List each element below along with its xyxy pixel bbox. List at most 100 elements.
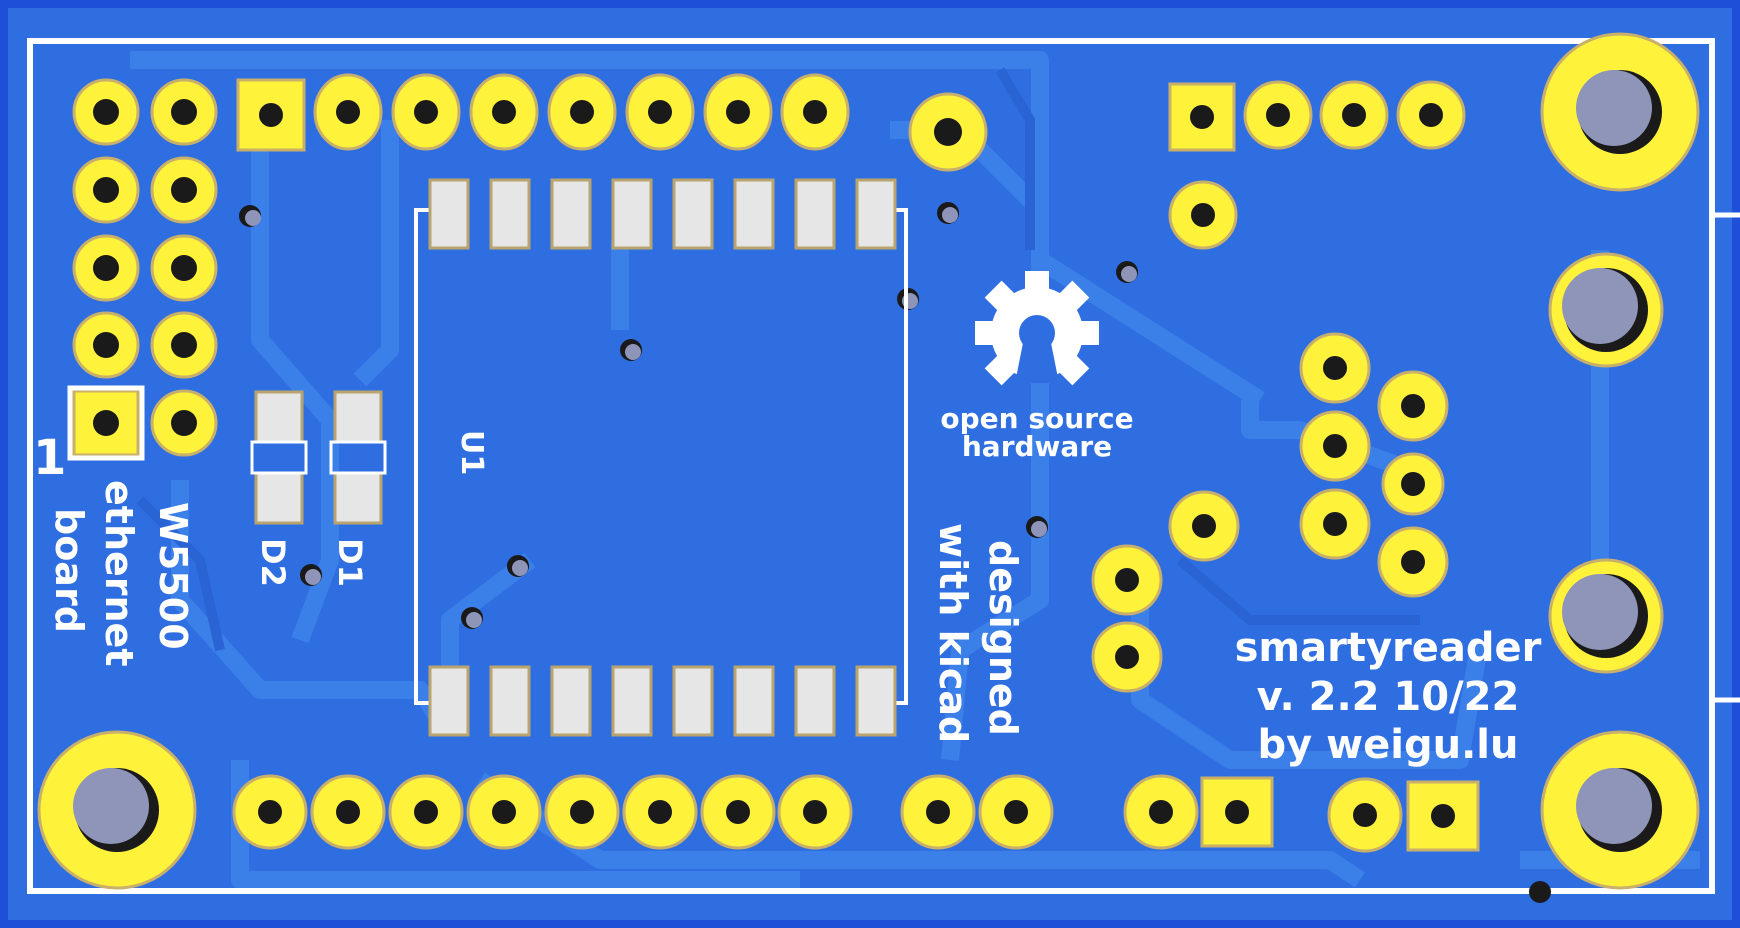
smd-pad <box>550 665 592 737</box>
product-name: smartyreader <box>1235 625 1542 671</box>
through-hole-pad <box>1168 490 1240 562</box>
through-hole-pad <box>1091 544 1163 616</box>
mid-right-pads <box>1091 490 1240 693</box>
through-hole-pad <box>1299 332 1371 404</box>
via <box>300 564 322 586</box>
through-hole-pad <box>466 774 542 850</box>
through-hole-pad <box>622 774 698 850</box>
through-hole-pad <box>978 774 1054 850</box>
author-label: by weigu.lu <box>1258 722 1519 768</box>
via <box>937 202 959 224</box>
board-outline <box>27 38 1715 894</box>
module-bottom-header <box>232 774 1480 853</box>
ethernet-header <box>67 78 218 461</box>
version-label: v. 2.2 10/22 <box>1257 674 1520 720</box>
smd-pad <box>733 665 775 737</box>
via <box>1529 881 1551 903</box>
through-hole-pad <box>544 774 620 850</box>
u1-outline <box>890 208 908 705</box>
through-hole-pad <box>1299 410 1371 482</box>
smd-pad <box>428 665 470 737</box>
through-hole-pad <box>150 78 218 146</box>
right-top-header <box>1168 80 1466 250</box>
smd-pad <box>733 178 775 250</box>
through-hole-pad <box>388 774 464 850</box>
through-hole-pad <box>72 234 140 302</box>
through-hole-pad <box>232 774 308 850</box>
board-label: board <box>47 508 91 633</box>
square-pad <box>1200 776 1274 848</box>
through-hole-pad <box>908 92 988 172</box>
square-pad <box>1168 82 1236 152</box>
through-hole-pad <box>1091 621 1163 693</box>
d2-label: D2 <box>254 538 292 587</box>
through-hole-pad <box>150 234 218 302</box>
via <box>239 205 261 227</box>
through-hole-pad <box>1319 80 1389 150</box>
via <box>1116 261 1138 283</box>
smd-pad <box>794 178 836 250</box>
smd-pad <box>855 665 897 737</box>
d1-label: D1 <box>331 538 369 587</box>
u1-top-pads <box>428 178 897 250</box>
square-pad-pin1 <box>72 389 140 457</box>
copper-traces-dark <box>136 67 1420 652</box>
oval-pad <box>703 73 773 151</box>
smd-pad <box>611 665 653 737</box>
pin1-marker: 1 <box>33 430 66 486</box>
through-hole-pad <box>72 78 140 146</box>
ethernet-label: ethernet <box>97 480 141 667</box>
mounting-hole <box>1540 730 1700 890</box>
u1-outline <box>414 208 430 705</box>
through-hole-pad <box>1381 452 1445 516</box>
through-hole-pad <box>1377 370 1449 442</box>
through-hole-pad <box>150 156 218 224</box>
rj-connector-pads <box>1299 332 1449 598</box>
smd-pad <box>489 665 531 737</box>
vias <box>239 202 1551 903</box>
oval-pad <box>391 73 461 151</box>
oshw-line2: hardware <box>962 430 1112 463</box>
through-hole-pad <box>900 774 976 850</box>
mounting-hole <box>1548 252 1664 368</box>
through-hole-pad <box>1396 80 1466 150</box>
smd-pad <box>489 178 531 250</box>
through-hole-pad <box>150 311 218 379</box>
through-hole-pad <box>150 389 218 457</box>
smd-pad <box>672 665 714 737</box>
mounting-holes <box>37 32 1700 890</box>
through-hole-pad <box>700 774 776 850</box>
mounting-hole <box>1540 32 1700 192</box>
via <box>507 555 529 577</box>
through-hole-pad <box>1168 180 1238 250</box>
through-hole-pad <box>1327 777 1403 853</box>
oval-pad <box>313 73 383 151</box>
through-hole-pad <box>777 774 853 850</box>
smd-pad <box>611 178 653 250</box>
oval-pad <box>469 73 539 151</box>
through-hole-pad <box>72 156 140 224</box>
oval-pad <box>547 73 617 151</box>
mounting-hole <box>37 730 197 890</box>
w5500-label: W5500 <box>151 502 195 650</box>
module-top-header <box>236 73 988 172</box>
through-hole-pad <box>1123 774 1199 850</box>
u1-label: U1 <box>454 430 489 475</box>
open-source-hardware-gear-icon <box>975 271 1099 386</box>
designed-label: designed <box>981 540 1025 736</box>
square-pad <box>1406 780 1480 852</box>
led-d1 <box>329 390 387 525</box>
via <box>620 339 642 361</box>
through-hole-pad <box>310 774 386 850</box>
through-hole-pad <box>1243 80 1313 150</box>
via <box>461 607 483 629</box>
oval-pad <box>780 73 850 151</box>
led-d2 <box>250 390 308 525</box>
through-hole-pad <box>1299 488 1371 560</box>
via <box>1026 516 1048 538</box>
mounting-hole <box>1548 558 1664 674</box>
smd-pad <box>855 178 897 250</box>
with-kicad-label: with kicad <box>931 523 975 743</box>
oshw-line1: open source <box>940 402 1133 435</box>
